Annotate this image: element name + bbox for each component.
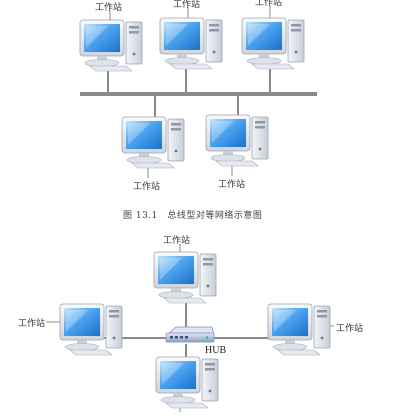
workstation-label: 工作站 <box>255 0 283 8</box>
hub-icon <box>165 326 215 343</box>
workstation-label: 工作站 <box>336 324 364 334</box>
workstation-label: 工作站 <box>133 182 161 192</box>
workstation-icon <box>59 303 123 356</box>
workstation-icon <box>205 114 269 167</box>
figure-caption: 图 13.1 总线型对等网络示意图 <box>123 211 263 221</box>
workstation-label: 工作站 <box>163 236 191 246</box>
workstation-icon <box>241 17 305 70</box>
workstation-icon <box>121 116 185 169</box>
hub-label: HUB <box>205 345 227 356</box>
workstation-label: 工作站 <box>95 3 123 13</box>
star-network <box>46 244 334 412</box>
workstation-icon <box>155 356 219 409</box>
workstation-label: 工作站 <box>218 180 246 190</box>
bus-network <box>79 5 317 178</box>
workstation-icon <box>159 17 223 70</box>
workstation-icon <box>267 303 331 356</box>
workstation-label: 工作站 <box>173 0 201 10</box>
workstation-label: 工作站 <box>18 319 46 329</box>
workstation-icon <box>79 19 143 72</box>
workstation-icon <box>153 251 217 304</box>
bus-backbone <box>80 92 317 96</box>
